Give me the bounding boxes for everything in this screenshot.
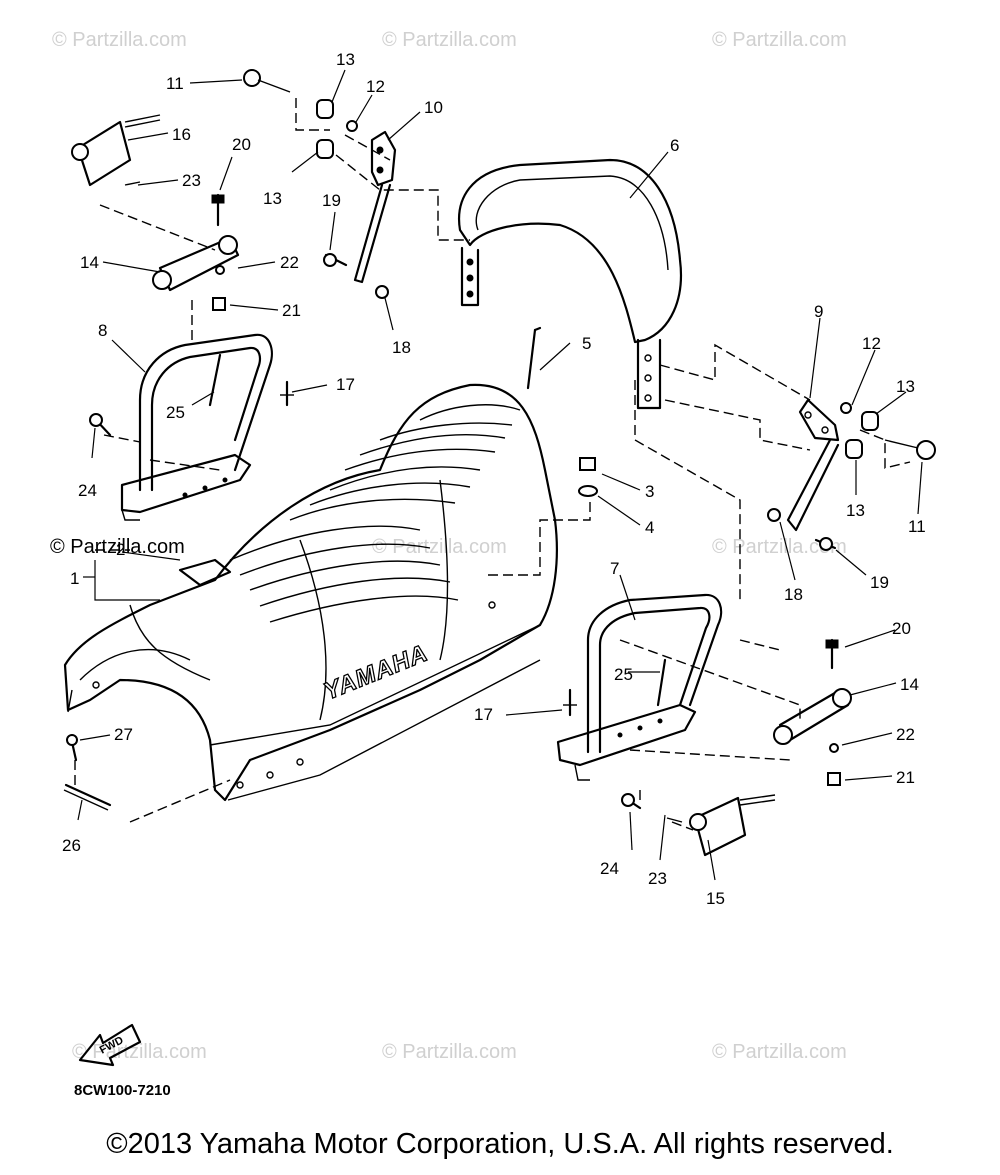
callout-9: 9 <box>814 302 823 321</box>
watermark: © Partzilla.com <box>712 536 847 558</box>
diagram-code: 8CW100-7210 <box>74 1082 171 1099</box>
callout-22: 22 <box>896 725 915 744</box>
callout-13: 13 <box>896 377 915 396</box>
backrest-bracket-left <box>353 130 397 284</box>
backrest <box>458 158 682 410</box>
callout-19: 19 <box>322 191 341 210</box>
fasteners <box>63 69 936 823</box>
watermark: © Partzilla.com <box>382 1041 517 1063</box>
callout-1: 1 <box>70 569 79 588</box>
callout-24: 24 <box>600 859 619 878</box>
callout-12: 12 <box>862 334 881 353</box>
cover-left <box>71 114 161 187</box>
callout-labels: 11 13 12 10 13 16 20 23 14 22 21 19 18 8… <box>62 50 926 908</box>
callout-5: 5 <box>582 334 591 353</box>
leader-lines <box>77 69 923 881</box>
callout-10: 10 <box>424 98 443 117</box>
callout-15: 15 <box>706 889 725 908</box>
assembly-lines <box>74 98 911 831</box>
pin <box>526 326 542 390</box>
callout-18: 18 <box>784 585 803 604</box>
callout-22: 22 <box>280 253 299 272</box>
callout-26: 26 <box>62 836 81 855</box>
callout-17: 17 <box>336 375 355 394</box>
watermark: © Partzilla.com <box>372 536 507 558</box>
callout-19: 19 <box>870 573 889 592</box>
callout-13: 13 <box>336 50 355 69</box>
callout-21: 21 <box>896 768 915 787</box>
copyright-notice: ©2013 Yamaha Motor Corporation, U.S.A. A… <box>106 1128 894 1160</box>
callout-14: 14 <box>900 675 919 694</box>
watermarks: © Partzilla.com © Partzilla.com © Partzi… <box>50 29 847 1063</box>
callout-12: 12 <box>366 77 385 96</box>
callout-16: 16 <box>172 125 191 144</box>
callout-18: 18 <box>392 338 411 357</box>
callout-7: 7 <box>610 559 619 578</box>
cover-right <box>689 794 776 857</box>
grab-rail-left <box>120 333 273 521</box>
callout-8: 8 <box>98 321 107 340</box>
strap-tag <box>178 558 232 587</box>
watermark: © Partzilla.com <box>52 29 187 51</box>
watermark: © Partzilla.com <box>712 1041 847 1063</box>
watermark: © Partzilla.com <box>72 1041 207 1063</box>
callout-25: 25 <box>166 403 185 422</box>
callout-13: 13 <box>846 501 865 520</box>
callout-23: 23 <box>182 171 201 190</box>
grab-rail-right <box>556 593 723 781</box>
callout-27: 27 <box>114 725 133 744</box>
seat-assembly: YAMAHA <box>63 383 558 802</box>
callout-6: 6 <box>670 136 679 155</box>
watermark: © Partzilla.com <box>50 536 185 558</box>
callout-20: 20 <box>892 619 911 638</box>
callout-17: 17 <box>474 705 493 724</box>
callout-4: 4 <box>645 518 654 537</box>
callout-11: 11 <box>166 74 184 93</box>
callout-2: 2 <box>116 540 125 559</box>
callout-24: 24 <box>78 481 97 500</box>
clamp-right <box>773 688 852 745</box>
callout-23: 23 <box>648 869 667 888</box>
brand-logo: YAMAHA <box>320 639 432 705</box>
watermark: © Partzilla.com <box>382 29 517 51</box>
callout-20: 20 <box>232 135 251 154</box>
watermark: © Partzilla.com <box>712 29 847 51</box>
callout-11: 11 <box>908 517 926 536</box>
backrest-bracket-right <box>786 398 840 532</box>
callout-25: 25 <box>614 665 633 684</box>
callout-21: 21 <box>282 301 301 320</box>
callout-13: 13 <box>263 189 282 208</box>
callout-14: 14 <box>80 253 99 272</box>
clamp-left <box>152 235 240 292</box>
callout-3: 3 <box>645 482 654 501</box>
